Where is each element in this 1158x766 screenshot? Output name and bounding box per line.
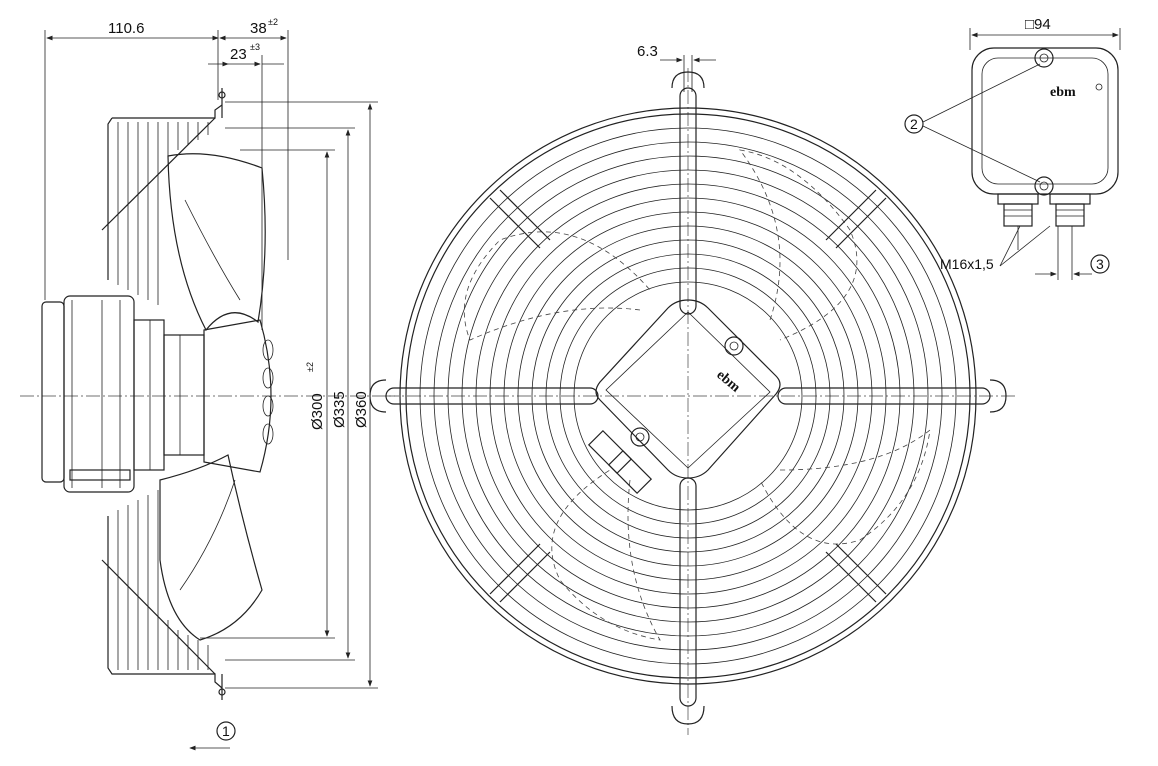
dim-guard-dia: Ø360 [225,101,378,689]
dim-rod: 6.3 [637,43,716,92]
guard-rings [399,107,977,685]
cable-callout-number: 3 [1096,256,1104,272]
dia-blade-label: Ø300 [309,393,326,430]
terminal-box-body: ebm [971,47,1119,196]
dim-guard-depth: 38 ±2 [217,17,289,260]
dim-guard-depth-tol: ±2 [268,17,278,27]
thread-callout: M16x1,5 [940,225,1051,272]
screws-callout-number: 2 [910,116,918,132]
dim-mount-dia: Ø335 [225,127,355,661]
dim-blade-offset: 23 ±3 [208,42,284,330]
airflow-callout: 1 [189,721,236,751]
dim-blade-offset-tol: ±3 [250,42,260,52]
motor-body [41,295,205,493]
dia-blade-tol: ±2 [305,362,315,372]
dim-blade-offset-label: 23 [230,46,247,63]
box-brand-label: ebm [1050,85,1076,100]
fan-blades-side [159,153,266,641]
dim-blade-dia: Ø300 ±2 [200,149,335,639]
guard-diagonal-spokes [489,189,887,603]
airflow-callout-number: 1 [222,723,230,739]
cable-callout: 3 [1035,254,1110,277]
dim-rod-label: 6.3 [637,43,658,60]
guard-cross-rods [369,71,1007,725]
motor-terminal-plate: ebm [587,299,781,495]
screws-callout: 2 [904,63,1041,183]
dia-mount-label: Ø335 [331,391,348,428]
fan-blades-front [463,149,931,641]
dim-box: □94 [969,16,1121,50]
dim-depth: 110.6 [44,20,219,300]
thread-label: M16x1,5 [940,256,994,272]
guard-side-profile [101,88,226,700]
front-brand-label: ebm [713,368,743,396]
cable-glands [997,193,1091,280]
fan-hub [203,319,274,473]
terminal-box-view: □94 ebm [904,16,1121,280]
dim-box-label: □94 [1025,16,1051,33]
side-view: 110.6 38 ±2 23 ±3 [20,17,395,751]
dia-guard-label: Ø360 [353,391,370,428]
dim-depth-label: 110.6 [108,20,144,37]
dim-guard-depth-label: 38 [250,20,267,37]
front-view: 6.3 [369,43,1015,735]
